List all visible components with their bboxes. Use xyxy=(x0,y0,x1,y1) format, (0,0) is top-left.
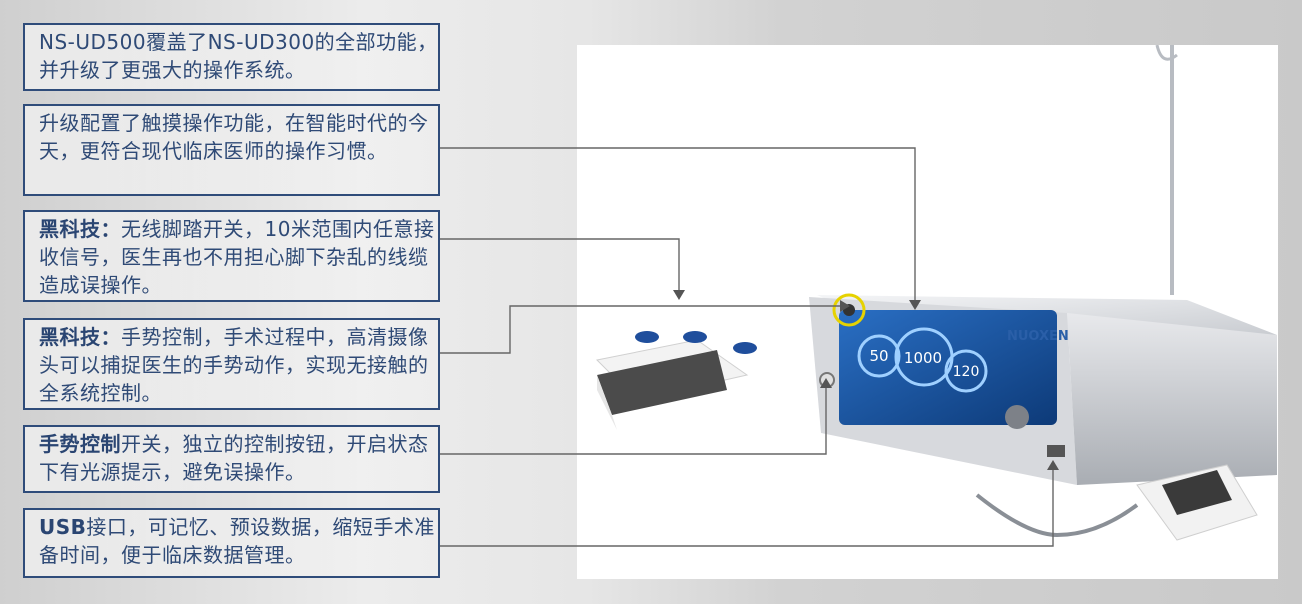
callout-bold: 黑科技： xyxy=(39,325,121,349)
callout-bold: USB xyxy=(39,515,87,539)
wireless-foot-pedal xyxy=(595,331,757,430)
callout-usb-port: USB接口，可记忆、预设数据，缩短手术准备时间，便于临床数据管理。 xyxy=(23,508,440,578)
callout-text: NS-UD500覆盖了NS-UD300的全部功能，并升级了更强大的操作系统。 xyxy=(39,30,438,82)
callout-wireless-pedal: 黑科技：无线脚踏开关，10米范围内任意接收信号，医生再也不用担心脚下杂乱的线缆造… xyxy=(23,210,440,302)
gesture-switch[interactable] xyxy=(819,372,835,388)
callout-text: 升级配置了触摸操作功能，在智能时代的今天，更符合现代临床医师的操作习惯。 xyxy=(39,111,429,163)
callout-bold: 黑科技： xyxy=(39,217,121,241)
callout-bold: 手势控制 xyxy=(39,432,121,456)
callout-text: 无线脚踏开关，10米范围内任意接收信号，医生再也不用担心脚下杂乱的线缆造成误操作… xyxy=(39,217,435,297)
device-side xyxy=(1067,313,1277,485)
product-photo: 50 1000 120 NUOXEN xyxy=(577,44,1278,579)
screen-value-torque: 120 xyxy=(953,364,980,380)
callout-gesture-switch: 手势控制开关，独立的控制按钮，开启状态下有光源提示，避免误操作。 xyxy=(23,425,440,493)
screen-value-speed: 50 xyxy=(869,347,888,365)
handpiece-cable xyxy=(975,493,1139,538)
usb-port[interactable] xyxy=(1047,445,1065,457)
control-knob[interactable] xyxy=(1005,405,1029,429)
brand-logo: NUOXEN xyxy=(1007,329,1069,344)
touch-screen xyxy=(839,310,1057,425)
device-illustration: 50 1000 120 NUOXEN xyxy=(595,44,1277,541)
callout-text: 开关，独立的控制按钮，开启状态下有光源提示，避免误操作。 xyxy=(39,432,429,484)
callout-text: 手势控制，手术过程中，高清摄像头可以捕捉医生的手势动作，实现无接触的全系统控制。 xyxy=(39,325,429,405)
callout-touch-operation: 升级配置了触摸操作功能，在智能时代的今天，更符合现代临床医师的操作习惯。 xyxy=(23,104,440,196)
screen-value-rpm: 1000 xyxy=(904,349,942,367)
callout-text: 接口，可记忆、预设数据，缩短手术准备时间，便于临床数据管理。 xyxy=(39,515,435,567)
callout-system-upgrade: NS-UD500覆盖了NS-UD300的全部功能，并升级了更强大的操作系统。 xyxy=(23,23,440,91)
callout-gesture-control: 黑科技：手势控制，手术过程中，高清摄像头可以捕捉医生的手势动作，实现无接触的全系… xyxy=(23,318,440,410)
